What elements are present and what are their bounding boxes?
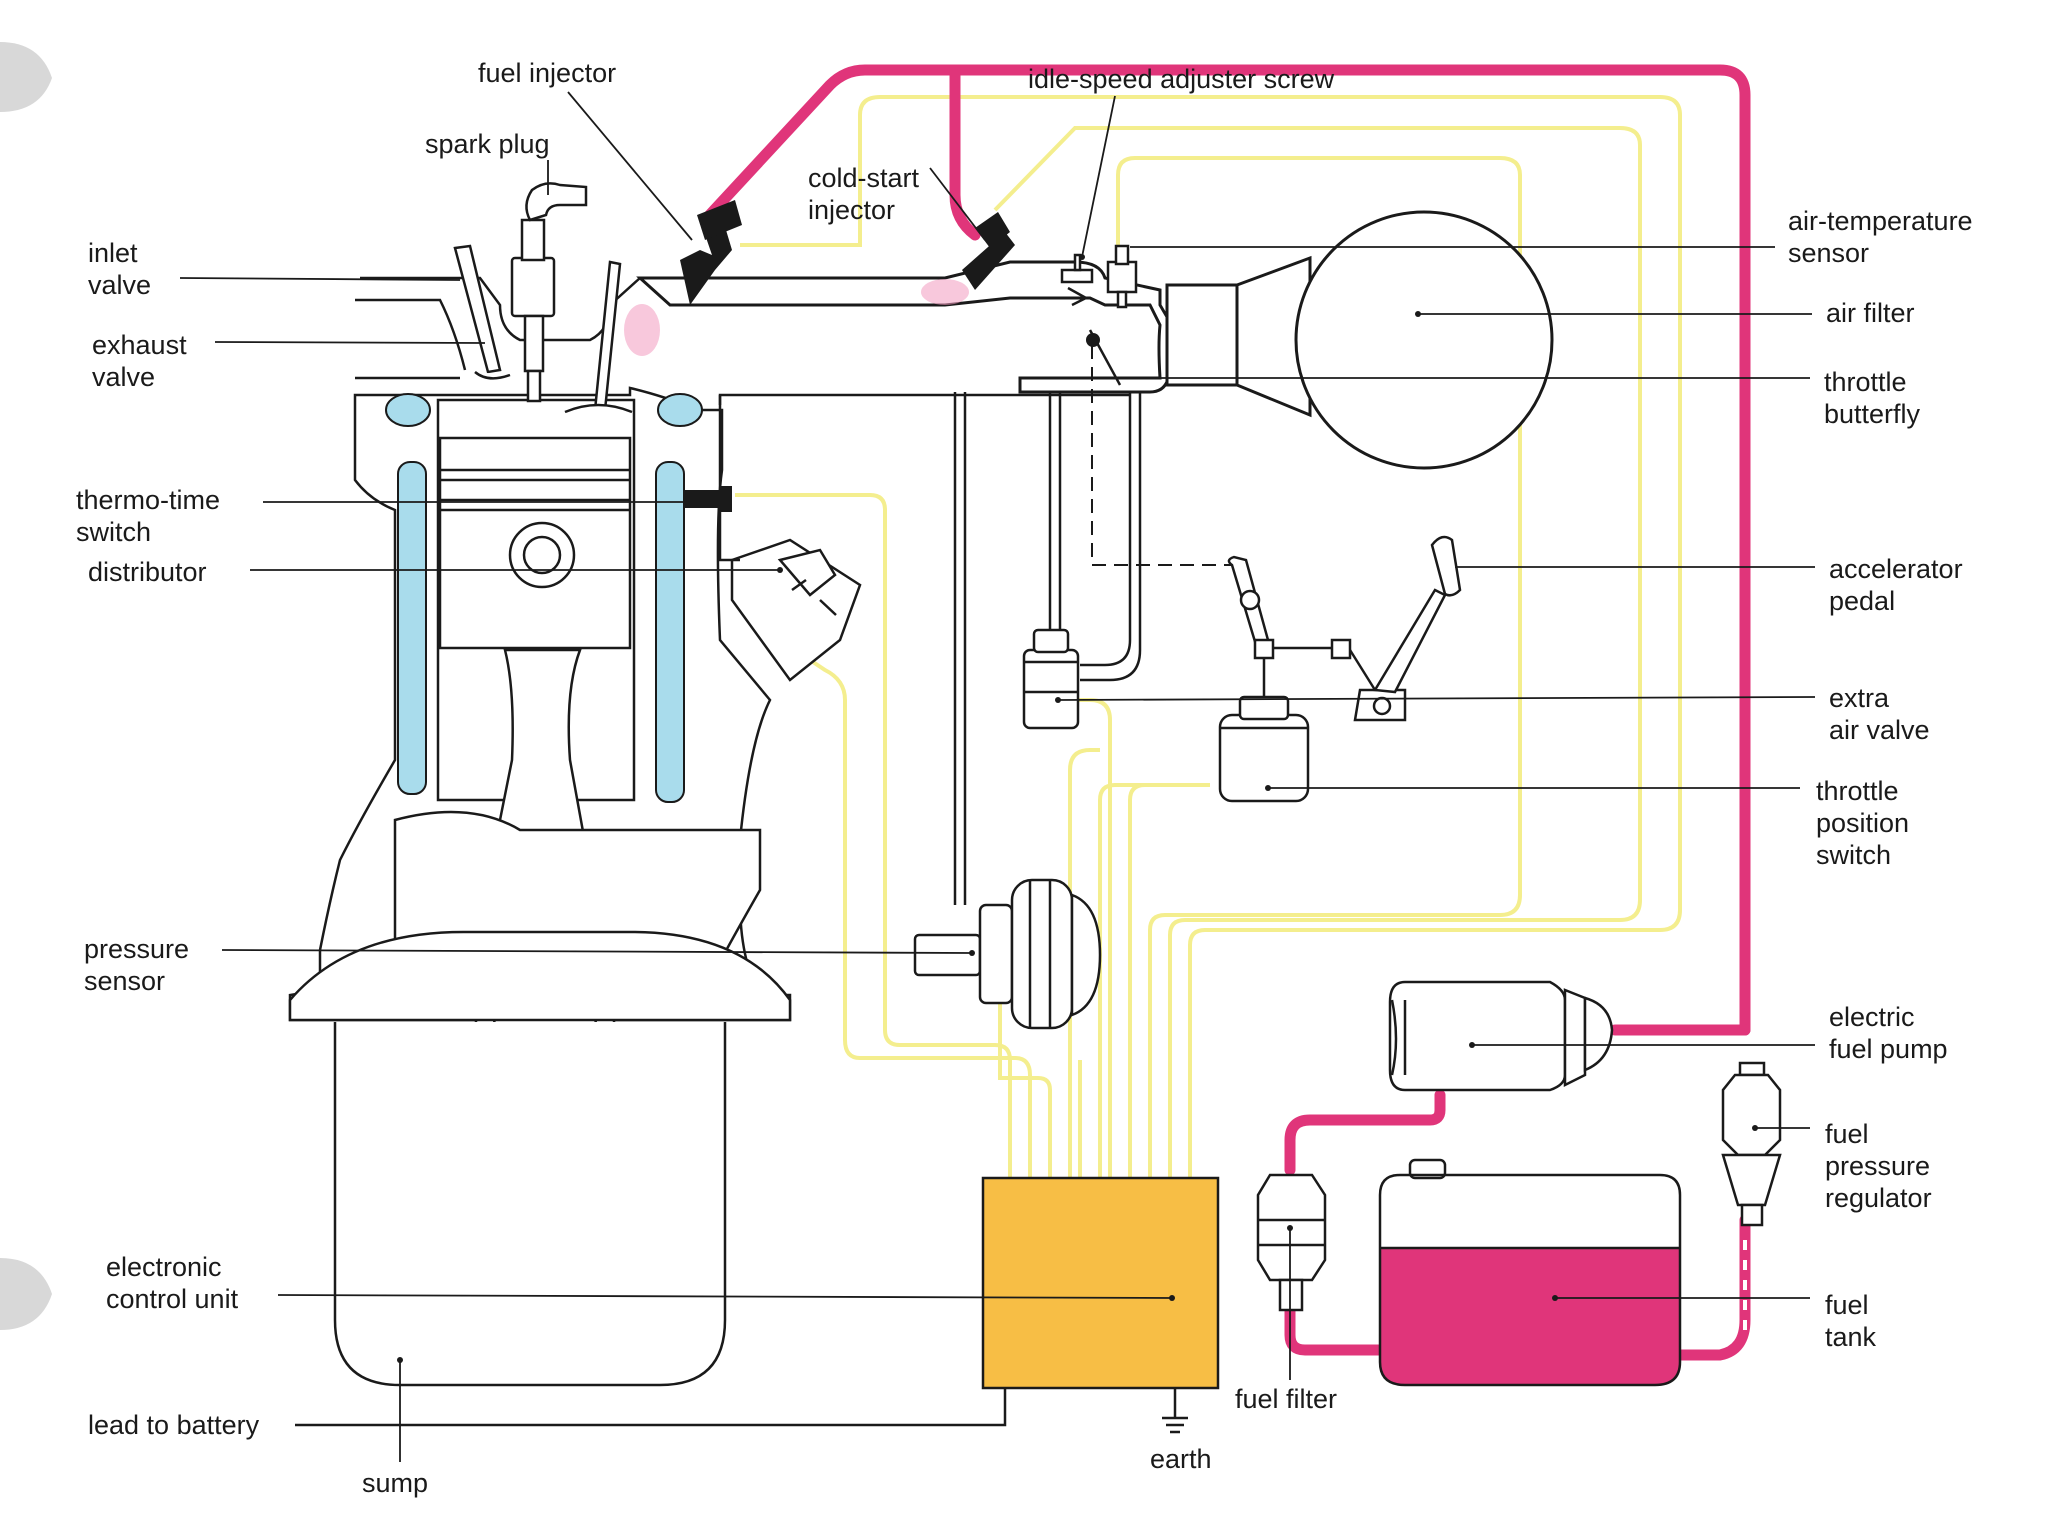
- label-ecu-1: electronic: [106, 1252, 222, 1282]
- idle-speed-screw: [1060, 253, 1094, 307]
- label-tank-1: fuel: [1825, 1290, 1869, 1320]
- label-exhaust-2: valve: [92, 362, 155, 392]
- label-pump-1: electric: [1829, 1002, 1915, 1032]
- fuel-pressure-regulator: [1721, 1061, 1782, 1227]
- fuel-filter: [1256, 1173, 1327, 1312]
- injectors: [624, 200, 1015, 356]
- inlet-valve: [453, 244, 502, 374]
- label-thermo-1: thermo-time: [76, 485, 220, 515]
- extra-air-valve: [1022, 628, 1080, 730]
- label-thermo-2: switch: [76, 517, 151, 547]
- label-reg-1: fuel: [1825, 1119, 1869, 1149]
- label-tps-3: switch: [1816, 840, 1891, 870]
- label-fuel-injector: fuel injector: [478, 58, 616, 88]
- engine-block: [288, 182, 862, 1387]
- label-accel-2: pedal: [1829, 586, 1895, 616]
- coolant-port-left: [385, 393, 431, 427]
- pressure-sensor: [913, 878, 1102, 1030]
- label-pressure-2: sensor: [84, 966, 165, 996]
- electronic-control-unit: [981, 1176, 1220, 1390]
- intake-system: [636, 210, 1554, 905]
- label-earth: earth: [1150, 1444, 1212, 1474]
- coolant-jacket-left: [397, 461, 427, 795]
- throttle-controls: [1022, 535, 1462, 803]
- label-extra-2: air valve: [1829, 715, 1930, 745]
- accelerator-pedal: [1227, 535, 1462, 722]
- throttle-position-switch: [1218, 650, 1310, 803]
- label-air-filter: air filter: [1826, 298, 1915, 328]
- label-tank-2: tank: [1825, 1322, 1877, 1352]
- label-spark-plug: spark plug: [425, 129, 550, 159]
- label-ecu-2: control unit: [106, 1284, 239, 1314]
- labels: fuel injector spark plug idle-speed adju…: [76, 58, 1973, 1498]
- fuel-tank: [1378, 1158, 1682, 1387]
- label-cold-start-2: injector: [808, 195, 895, 225]
- fuel-injector: [624, 200, 742, 356]
- spark-plug: [510, 182, 588, 403]
- thermo-time-switch: [683, 486, 732, 512]
- label-tps-1: throttle: [1816, 776, 1899, 806]
- label-throttle-2: butterfly: [1824, 399, 1921, 429]
- label-inlet-2: valve: [88, 270, 151, 300]
- distributor: [730, 538, 862, 682]
- label-reg-3: regulator: [1825, 1183, 1932, 1213]
- label-tps-2: position: [1816, 808, 1909, 838]
- coolant-port-right: [657, 393, 703, 427]
- label-lead-battery: lead to battery: [88, 1410, 260, 1440]
- label-cold-start-1: cold-start: [808, 163, 920, 193]
- label-pump-2: fuel pump: [1829, 1034, 1948, 1064]
- label-idle-screw: idle-speed adjuster screw: [1028, 64, 1335, 94]
- label-air-temp-1: air-temperature: [1788, 206, 1973, 236]
- label-air-temp-2: sensor: [1788, 238, 1869, 268]
- exhaust-valve: [593, 260, 622, 412]
- binder-holes: [0, 42, 52, 1330]
- air-temperature-sensor: [1106, 244, 1138, 309]
- label-exhaust-1: exhaust: [92, 330, 187, 360]
- earth-symbol: [1162, 1416, 1188, 1434]
- label-distributor: distributor: [88, 557, 207, 587]
- label-sump: sump: [362, 1468, 428, 1498]
- wiring-harness: [735, 95, 1682, 1178]
- sump-pan: [333, 1022, 727, 1387]
- electric-fuel-pump: [1388, 980, 1614, 1092]
- fuel-lines: [699, 64, 1751, 1361]
- label-extra-1: extra: [1829, 683, 1890, 713]
- label-pressure-1: pressure: [84, 934, 189, 964]
- label-reg-2: pressure: [1825, 1151, 1930, 1181]
- label-throttle-1: throttle: [1824, 367, 1907, 397]
- air-filter: [1294, 210, 1554, 470]
- label-fuel-filter: fuel filter: [1235, 1384, 1337, 1414]
- label-accel-1: accelerator: [1829, 554, 1963, 584]
- coolant-jacket-right: [655, 461, 685, 803]
- label-inlet-1: inlet: [88, 238, 138, 268]
